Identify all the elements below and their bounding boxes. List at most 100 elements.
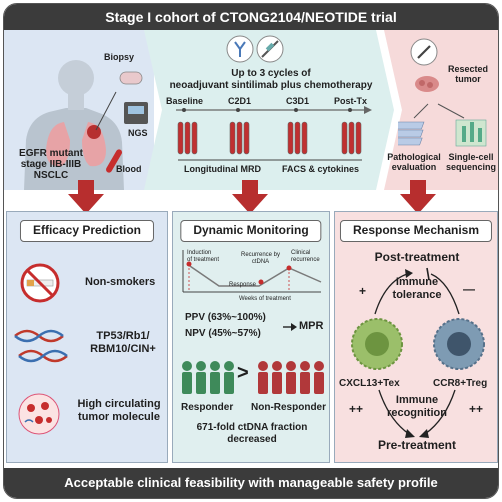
recurrence-ctdna-label: Recurrence by ctDNA [241, 252, 280, 266]
scalpel-icon [410, 38, 438, 66]
timepoint-baseline: Baseline [166, 96, 204, 106]
blood-label: Blood [116, 164, 142, 174]
dna-mutation-icon [14, 329, 68, 363]
double-plus-left: ++ [349, 402, 364, 416]
fold-line2: decreased [227, 434, 277, 445]
resected-label: Resected tumor [438, 64, 498, 84]
tumor-icon [87, 125, 101, 139]
treatment-text: Up to 3 cycles of neoadjuvant sintilimab… [164, 68, 378, 92]
treatment-line2: neoadjuvant sintilimab plus chemotherapy [169, 80, 373, 91]
header-title: Stage I cohort of CTONG2104/NEOTIDE tria… [4, 4, 498, 30]
singlecell-line2: sequencing [445, 162, 496, 172]
patient-desc-line3: NSCLC [33, 170, 69, 181]
recurrence-ct-line1: Recurrence by [241, 252, 281, 258]
responder-icons [182, 361, 234, 394]
clinical-recurrence-label: Clinical recurrence [291, 250, 320, 264]
plus-sign: + [359, 284, 367, 298]
patient-desc-line2: stage IIB-IIIB [20, 159, 82, 170]
sequencing-icon [455, 119, 487, 147]
non-smokers-text: Non-smokers [85, 276, 156, 288]
pathological-line1: Pathological [387, 152, 441, 162]
response-label: Response [229, 282, 257, 288]
down-arrows [68, 180, 436, 214]
ctdna-curve [182, 250, 322, 293]
mechanism-title: Response Mechanism [339, 220, 493, 242]
treg-cell-icon [433, 318, 485, 370]
mrd-label: Longitudinal MRD [184, 164, 261, 174]
npv-text: NPV (45%~57%) [185, 328, 261, 339]
double-plus-right: ++ [469, 402, 484, 416]
induction-label: Induction of treatment [187, 250, 219, 264]
minus-sign: — [463, 282, 475, 296]
resected-line2: tumor [455, 74, 481, 84]
tolerance-line1: Immune [395, 276, 439, 288]
resected-tumor-icon [415, 76, 439, 92]
figure-frame: Stage I cohort of CTONG2104/NEOTIDE tria… [3, 3, 499, 499]
patient-description: EGFR mutant stage IIB-IIIB NSCLC [6, 148, 96, 181]
blood-tubes [177, 121, 362, 161]
patient-section: Biopsy NGS Blood EGFR mutant stage IIB-I… [4, 30, 154, 190]
timepoint-c2d1: C2D1 [228, 96, 252, 106]
circulating-text: High circulating tumor molecule [71, 398, 167, 424]
monitoring-panel: Dynamic Monitoring Induction of treatmen… [172, 211, 330, 463]
greater-than-sign: > [237, 362, 249, 384]
biopsy-sample-icon [119, 71, 143, 85]
tolerance-line2: tolerance [392, 289, 442, 301]
induction-line2: of treatment [187, 257, 220, 263]
efficacy-title: Efficacy Prediction [19, 220, 155, 242]
facs-label: FACS & cytokines [282, 164, 360, 174]
induction-line1: Induction [187, 250, 212, 256]
arrow-right-icon [283, 323, 297, 331]
responder-people [182, 361, 324, 394]
circulating-line2: tumor molecule [78, 411, 160, 423]
arrow-down-right-icon [400, 180, 436, 214]
resected-line1: Resected [447, 64, 489, 74]
weeks-label: Weeks of treatment [239, 296, 291, 302]
treg-label: CCR8+Treg [433, 378, 488, 389]
post-treatment-label: Post-treatment [374, 250, 460, 264]
patient-illustration [24, 60, 148, 190]
ngs-label: NGS [128, 128, 148, 138]
clinical-line2: recurrence [291, 257, 320, 263]
treatment-section: Up to 3 cycles of neoadjuvant sintilimab… [144, 30, 394, 190]
mechanism-panel: Response Mechanism Post-treatment Immune… [334, 211, 498, 463]
clinical-line1: Clinical [291, 250, 311, 256]
recognition-label: Immune recognition [379, 394, 455, 420]
timepoint-c3d1: C3D1 [286, 96, 310, 106]
left-lung-icon [46, 122, 70, 167]
surgery-section: Resected tumor Pathological evaluation S… [384, 30, 498, 190]
biopsy-label: Biopsy [104, 52, 135, 62]
singlecell-line1: Single-cell [448, 152, 494, 162]
circulating-molecule-icon [18, 393, 60, 435]
no-smoking-icon [20, 263, 60, 303]
tex-label: CXCL13+Tex [339, 378, 400, 389]
footer-text: Acceptable clinical feasibility with man… [4, 468, 498, 498]
responder-label: Responder [181, 402, 234, 413]
genomic-line1: TP53/Rb1/ [96, 330, 150, 342]
pathological-line2: evaluation [391, 162, 437, 172]
surgery-chevron [384, 30, 498, 190]
analysis-icons [398, 103, 487, 147]
patient-desc-line1: EGFR mutant [19, 148, 83, 159]
non-responder-icons [258, 361, 324, 394]
blood-tube-icon [106, 149, 122, 173]
timeline-axis [176, 106, 372, 114]
head-icon [58, 60, 94, 96]
efficacy-panel: Efficacy Prediction Non-smokers TP53/Rb1… [6, 211, 168, 463]
singlecell-label: Single-cell sequencing [442, 152, 498, 172]
slide-stack-icon [398, 121, 425, 146]
circulating-line1: High circulating [77, 398, 161, 410]
tex-cell-icon [351, 318, 403, 370]
arrow-down-left-icon [68, 180, 104, 214]
recognition-line1: Immune [395, 394, 439, 406]
fold-change-text: 671-fold ctDNA fraction decreased [173, 422, 331, 446]
recurrence-ct-line2: ctDNA [251, 259, 270, 265]
non-responder-label: Non-Responder [251, 402, 326, 413]
pre-treatment-label: Pre-treatment [377, 438, 457, 452]
mechanism-arrows [374, 267, 460, 438]
drug-icons [226, 35, 284, 63]
fold-line1: 671-fold ctDNA fraction [196, 422, 308, 433]
arrow-down-middle-icon [232, 180, 268, 214]
mpr-text: MPR [299, 320, 324, 332]
tolerance-label: Immune tolerance [387, 276, 447, 302]
